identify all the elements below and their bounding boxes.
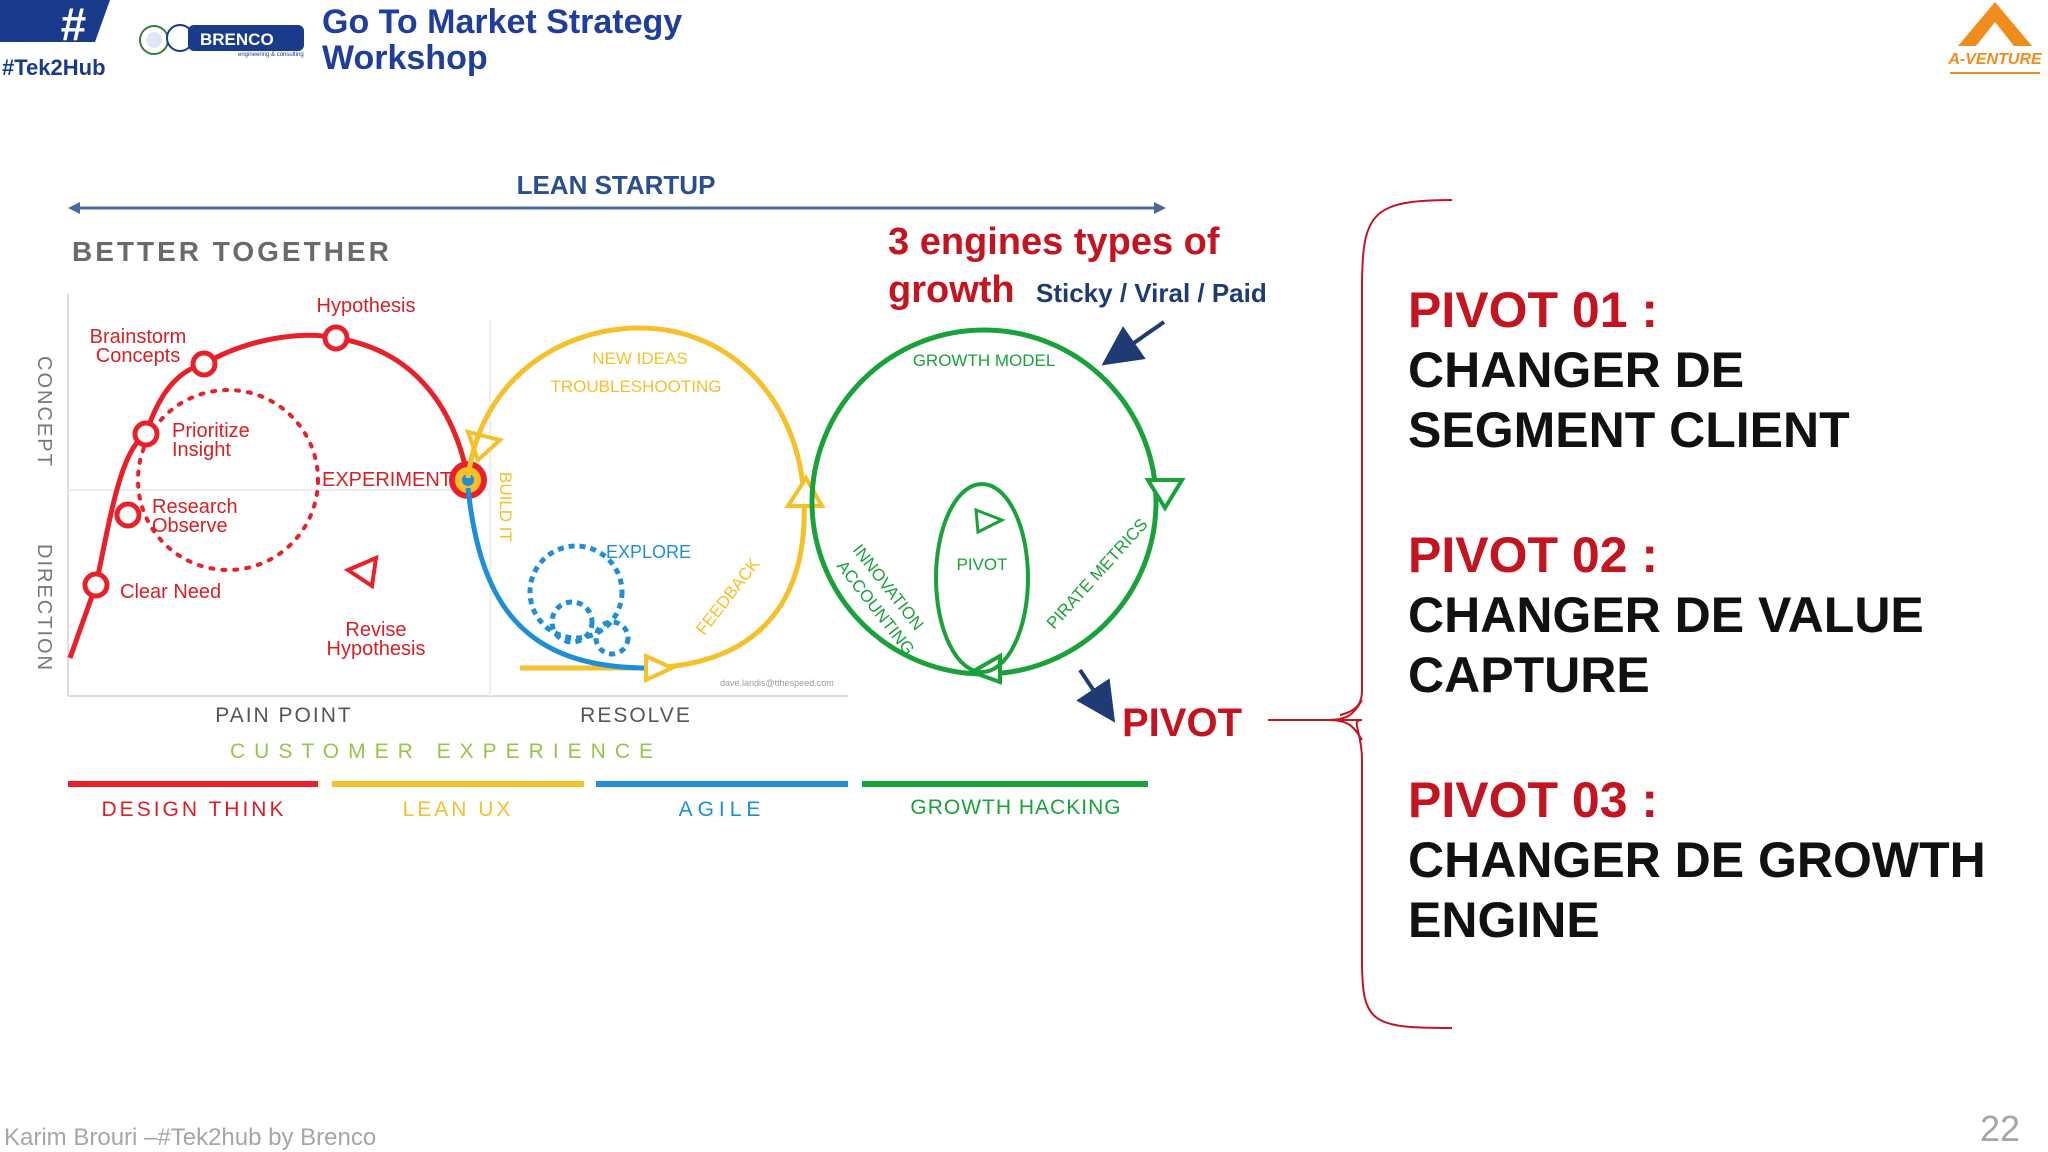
aventure-logo: A-VENTURE: [1947, 2, 2043, 74]
footer-credit: Karim Brouri –#Tek2hub by Brenco: [4, 1124, 377, 1151]
pain-point-label: PAIN POINT: [215, 704, 352, 727]
page-number: 22: [1980, 1108, 2021, 1149]
pivot-item-title: PIVOT 02 :: [1408, 527, 1659, 583]
curly-brace: [1340, 199, 1453, 1029]
hypothesis-node: [322, 324, 350, 352]
explore-label: EXPLORE: [606, 542, 691, 562]
engines-types: Sticky / Viral / Paid: [1036, 278, 1267, 308]
brainstorm-node: [190, 350, 218, 378]
pivot-item-title: PIVOT 03 :: [1408, 772, 1659, 828]
pivot-arrow-icon-navy: [1076, 668, 1116, 723]
brace-pointer: [1268, 700, 1363, 740]
explore-loops: [527, 543, 631, 657]
growth-arrow-bottom-icon: [967, 652, 1002, 685]
hypothesis-label: Hypothesis: [317, 295, 416, 317]
axis-direction: DIRECTION: [33, 544, 55, 672]
agile-path: [465, 487, 649, 671]
growth-arrow-icon: [1144, 478, 1186, 512]
hash-icon: #: [60, 0, 86, 50]
pivot-arrow-icon: [974, 507, 1006, 535]
design-think-curve: [67, 332, 471, 659]
build-it-label: BUILD IT: [496, 472, 515, 542]
research-node: [114, 501, 142, 529]
pivot-item-line2: CAPTURE: [1408, 647, 1650, 703]
clear-need-node: [82, 571, 110, 599]
prioritize-node: [132, 420, 160, 448]
page-title-line2: Workshop: [322, 39, 488, 77]
lean-ux-label: LEAN UX: [403, 798, 514, 821]
resolve-label: RESOLVE: [580, 704, 692, 727]
pivot-item-3: PIVOT 03 : CHANGER DE GROWTH ENGINE: [1408, 770, 2038, 950]
mountain-icon: [1958, 2, 2032, 46]
research-label-2: Observe: [152, 515, 228, 537]
experiment-label: EXPERIMENT: [322, 469, 452, 491]
agile-label: AGILE: [679, 798, 766, 821]
revise-arrow-icon: [343, 554, 379, 590]
pivot-item-line1: CHANGER DE VALUE: [1408, 587, 1924, 643]
troubleshooting-label: TROUBLESHOOTING: [551, 377, 722, 396]
brainstorm-label-1: Brainstorm: [90, 326, 187, 348]
tek2hub-label: #Tek2Hub: [2, 55, 106, 80]
brace-path: [1340, 199, 1453, 1029]
lean-ux-loop: [465, 325, 807, 671]
pirate-metrics-label: PIRATE METRICS: [1043, 515, 1152, 633]
brenco-label: BRENCO: [200, 30, 274, 49]
better-together-label: BETTER TOGETHER: [72, 236, 392, 267]
brenco-banner: [188, 25, 304, 51]
revise-label-1: Revise: [345, 619, 406, 641]
experiment-node-center: [462, 474, 474, 486]
pivot-item-2: PIVOT 02 : CHANGER DE VALUE CAPTURE: [1408, 525, 2038, 705]
engines-line1: 3 engines types of: [888, 221, 1220, 263]
pivot-item-line1: CHANGER DE GROWTH: [1408, 832, 1986, 888]
prioritize-label-1: Prioritize: [172, 420, 250, 442]
customer-experience-label: CUSTOMER EXPERIENCE: [230, 740, 662, 763]
brainstorm-label-2: Concepts: [96, 345, 181, 367]
pivot-item-line2: ENGINE: [1408, 892, 1600, 948]
feedback-arrow-icon: [784, 474, 826, 508]
engines-arrow-icon: [1101, 320, 1166, 366]
aventure-label: A-VENTURE: [1947, 51, 2043, 68]
prioritize-label-2: Insight: [172, 439, 231, 461]
axis-concept: CONCEPT: [33, 356, 55, 468]
research-label-1: Research: [152, 496, 238, 518]
diagram-credit: dave.landis@tthespeed.com: [720, 678, 834, 688]
pivot-item-line2: SEGMENT CLIENT: [1408, 402, 1850, 458]
build-arrow-icon: [644, 652, 677, 684]
brenco-logo: BRENCO engineering & consulting: [139, 24, 304, 58]
tek2hub-logo-shape: [0, 0, 110, 42]
pivot-item-line1: CHANGER DE: [1408, 342, 1745, 398]
badge-inner-icon: [146, 32, 162, 48]
experiment-loop: [136, 388, 320, 572]
page-title: Go To Market Strategy Workshop: [322, 4, 682, 76]
growth-hacking-label: GROWTH HACKING: [910, 796, 1121, 819]
page-title-line1: Go To Market Strategy: [322, 3, 683, 41]
feedback-label: FEEDBACK: [692, 554, 764, 638]
brenco-tagline: engineering & consulting: [238, 52, 304, 58]
pivot-small-label: PIVOT: [956, 555, 1007, 574]
pivot-loop: [934, 482, 1030, 674]
new-ideas-label: NEW IDEAS: [592, 349, 687, 368]
lean-startup-label: LEAN STARTUP: [517, 170, 716, 200]
tek2hub-logo: #: [0, 0, 110, 50]
engines-line2: growth: [888, 269, 1015, 311]
pivot-big-label: PIVOT: [1122, 701, 1242, 745]
pivot-item-1: PIVOT 01 : CHANGER DE SEGMENT CLIENT: [1408, 280, 2038, 460]
growth-model-label: GROWTH MODEL: [913, 351, 1056, 370]
arrow-right-icon: [1154, 202, 1166, 214]
growth-loop: [809, 327, 1159, 677]
pivot-item-title: PIVOT 01 :: [1408, 282, 1659, 338]
clear-need-label: Clear Need: [120, 581, 221, 603]
design-think-label: DESIGN THINK: [102, 798, 287, 821]
lean-startup-diagram: LEAN STARTUP BETTER TOGETHER 3 engines t…: [33, 170, 1267, 821]
revise-label-2: Hypothesis: [327, 638, 426, 660]
brace-pointer-path: [1268, 700, 1363, 740]
arrow-left-icon: [68, 202, 80, 214]
